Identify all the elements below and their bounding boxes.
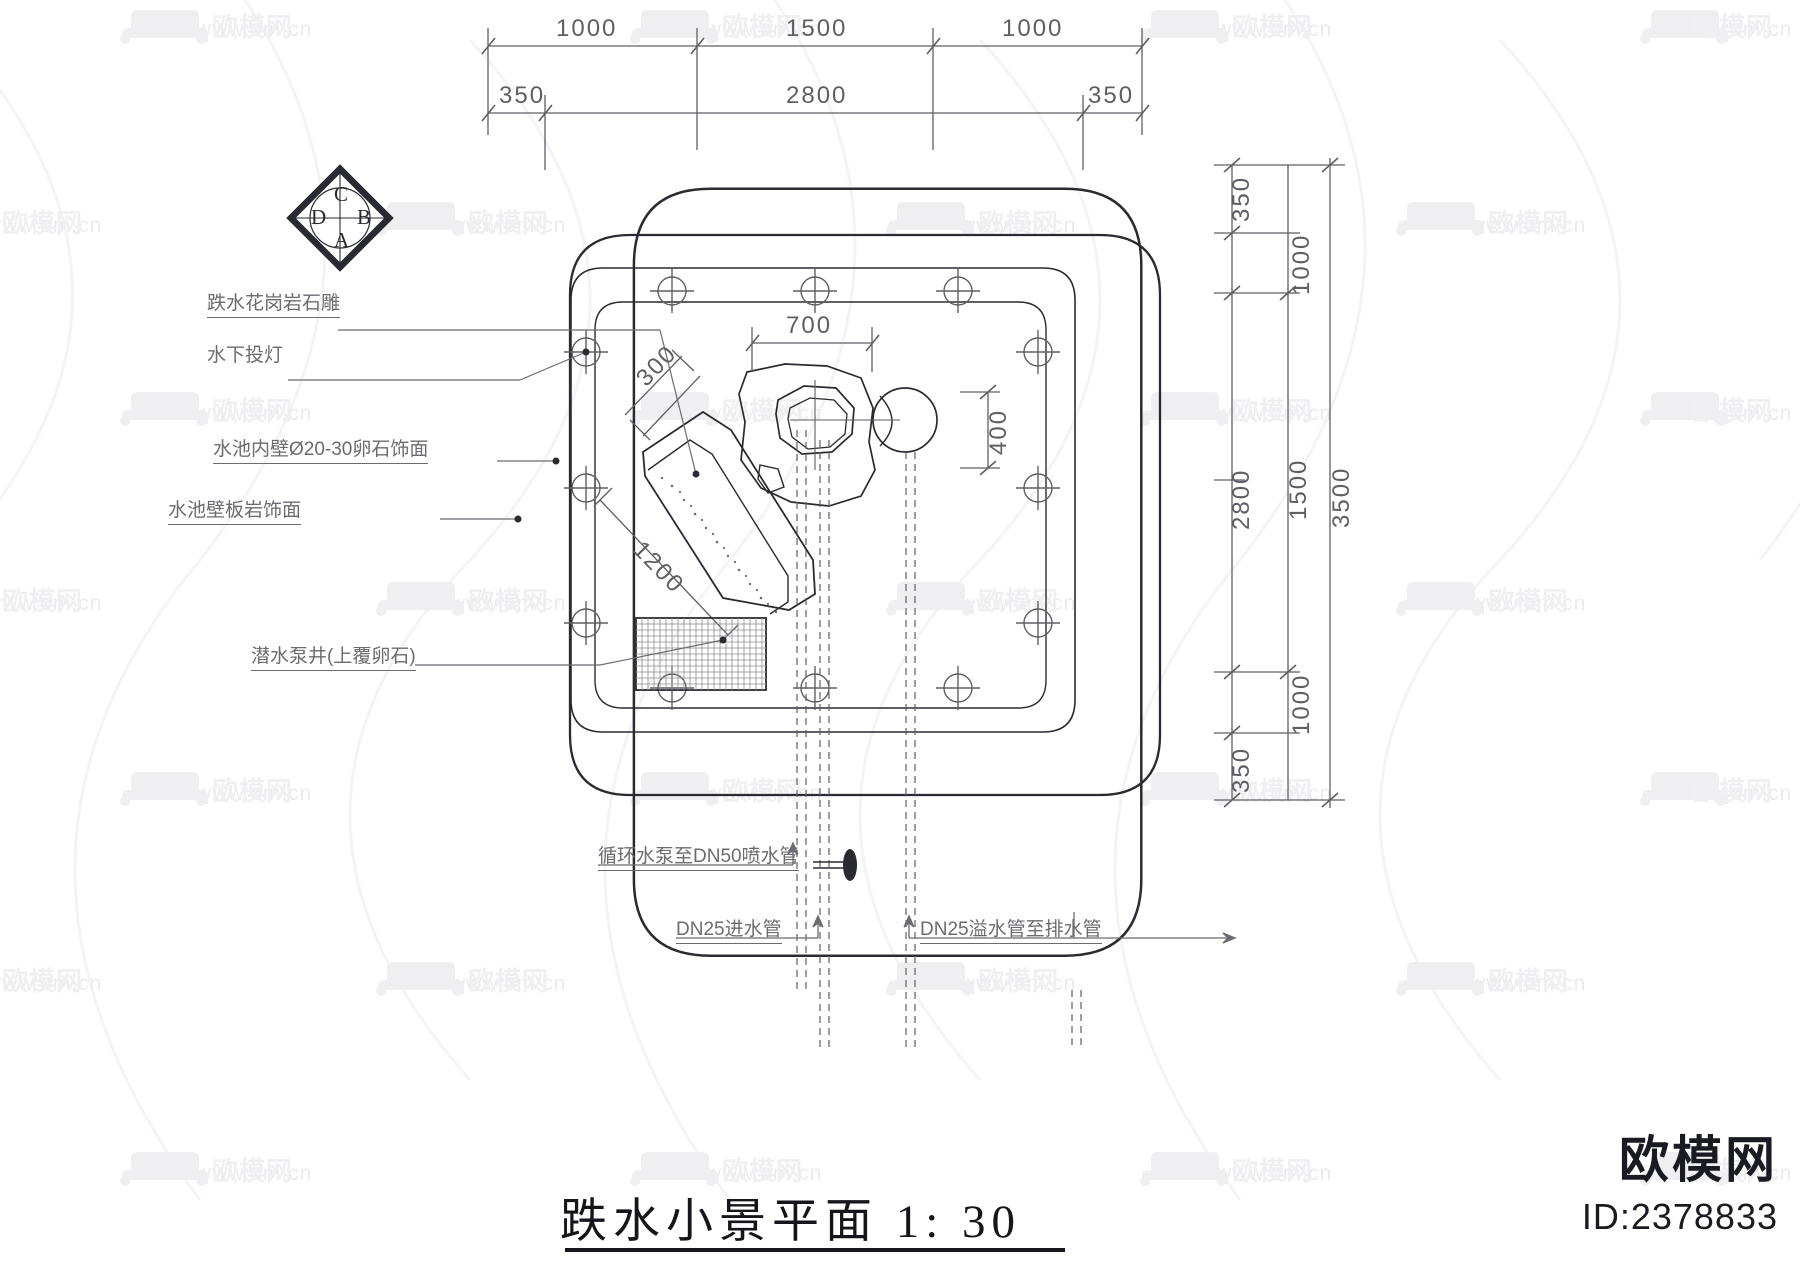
quadrant-key-symbol	[286, 164, 394, 272]
boulder-crease	[879, 395, 893, 447]
dim-sculpture-700: 700	[786, 312, 833, 339]
brand-block: 欧模网 ID:2378833	[1582, 1120, 1778, 1238]
dim-300	[624, 349, 701, 441]
pool-outer-coping	[632, 187, 1143, 957]
annotation-leaders	[288, 329, 727, 666]
top-dimension-lines	[481, 28, 1150, 170]
dim-right-1000-bottom: 1000	[1288, 673, 1315, 735]
annotation-overflow-to-drain-pipe: DN25溢水管至排水管	[920, 914, 1102, 944]
dim-400	[960, 384, 1000, 476]
annotation-waterfall-granite-carving: 跌水花岗岩石雕	[207, 288, 341, 318]
dim-700	[745, 327, 880, 372]
annotation-circulation-pump-to-spray-pipe: 循环水泵至DN50喷水管	[598, 841, 799, 871]
quadrant-letter-right: B	[357, 205, 372, 229]
dim-top-1500: 1500	[786, 15, 848, 42]
dim-sculpture-400: 400	[985, 408, 1012, 455]
dim-top-2800: 2800	[786, 82, 848, 109]
annotation-pool-wall-slate-finish: 水池壁板岩饰面	[168, 495, 302, 525]
valve-symbol	[813, 849, 857, 881]
dim-right-1500: 1500	[1285, 458, 1312, 520]
brand-name: 欧模网	[1619, 1132, 1778, 1188]
drawing-title: 跌水小景平面 1: 30	[560, 1196, 1022, 1248]
granite-sculpture-group	[738, 363, 938, 507]
annotation-submersible-pump-well: 潜水泵井(上覆卵石)	[251, 641, 416, 671]
rock-outline-outer	[738, 363, 876, 507]
dim-top-350-right: 350	[1088, 82, 1135, 109]
dim-right-1000-top: 1000	[1288, 233, 1315, 295]
right-dimension-lines	[1214, 157, 1345, 808]
annotation-inlet-pipe: DN25进水管	[676, 914, 782, 944]
pipe-runs-dashed	[796, 430, 1082, 1050]
dim-right-3500: 3500	[1328, 466, 1355, 528]
dim-right-350-bottom: 350	[1228, 746, 1255, 793]
pool-inner-basin	[570, 267, 1076, 733]
dim-top-1000-right: 1000	[1002, 15, 1064, 42]
pool-wall-outline	[568, 233, 1162, 797]
waterfall-stone-slab	[642, 410, 816, 615]
annotation-underwater-spotlight: 水下投灯	[207, 345, 284, 366]
dim-top-350-left: 350	[499, 82, 546, 109]
rock-outline-inner	[775, 385, 855, 455]
dim-top-1000-left: 1000	[556, 15, 618, 42]
brand-id: ID:2378833	[1581, 1196, 1778, 1237]
rock-spout-notch	[757, 464, 785, 494]
quadrant-letter-bottom: A	[334, 228, 350, 252]
dim-right-350-top: 350	[1228, 175, 1255, 222]
dim-right-2800: 2800	[1228, 468, 1255, 530]
rock-basin-hole	[787, 397, 848, 450]
quadrant-letter-top: C	[334, 182, 349, 206]
pool-bottom-rim	[594, 301, 1047, 709]
underwater-light-markers	[564, 269, 1060, 710]
submersible-pump-well	[635, 617, 767, 691]
quadrant-letter-left: D	[311, 205, 327, 229]
pipe-leaders	[598, 841, 1237, 944]
annotation-pool-inner-wall-finish: 水池内壁Ø20-30卵石饰面	[213, 434, 429, 464]
